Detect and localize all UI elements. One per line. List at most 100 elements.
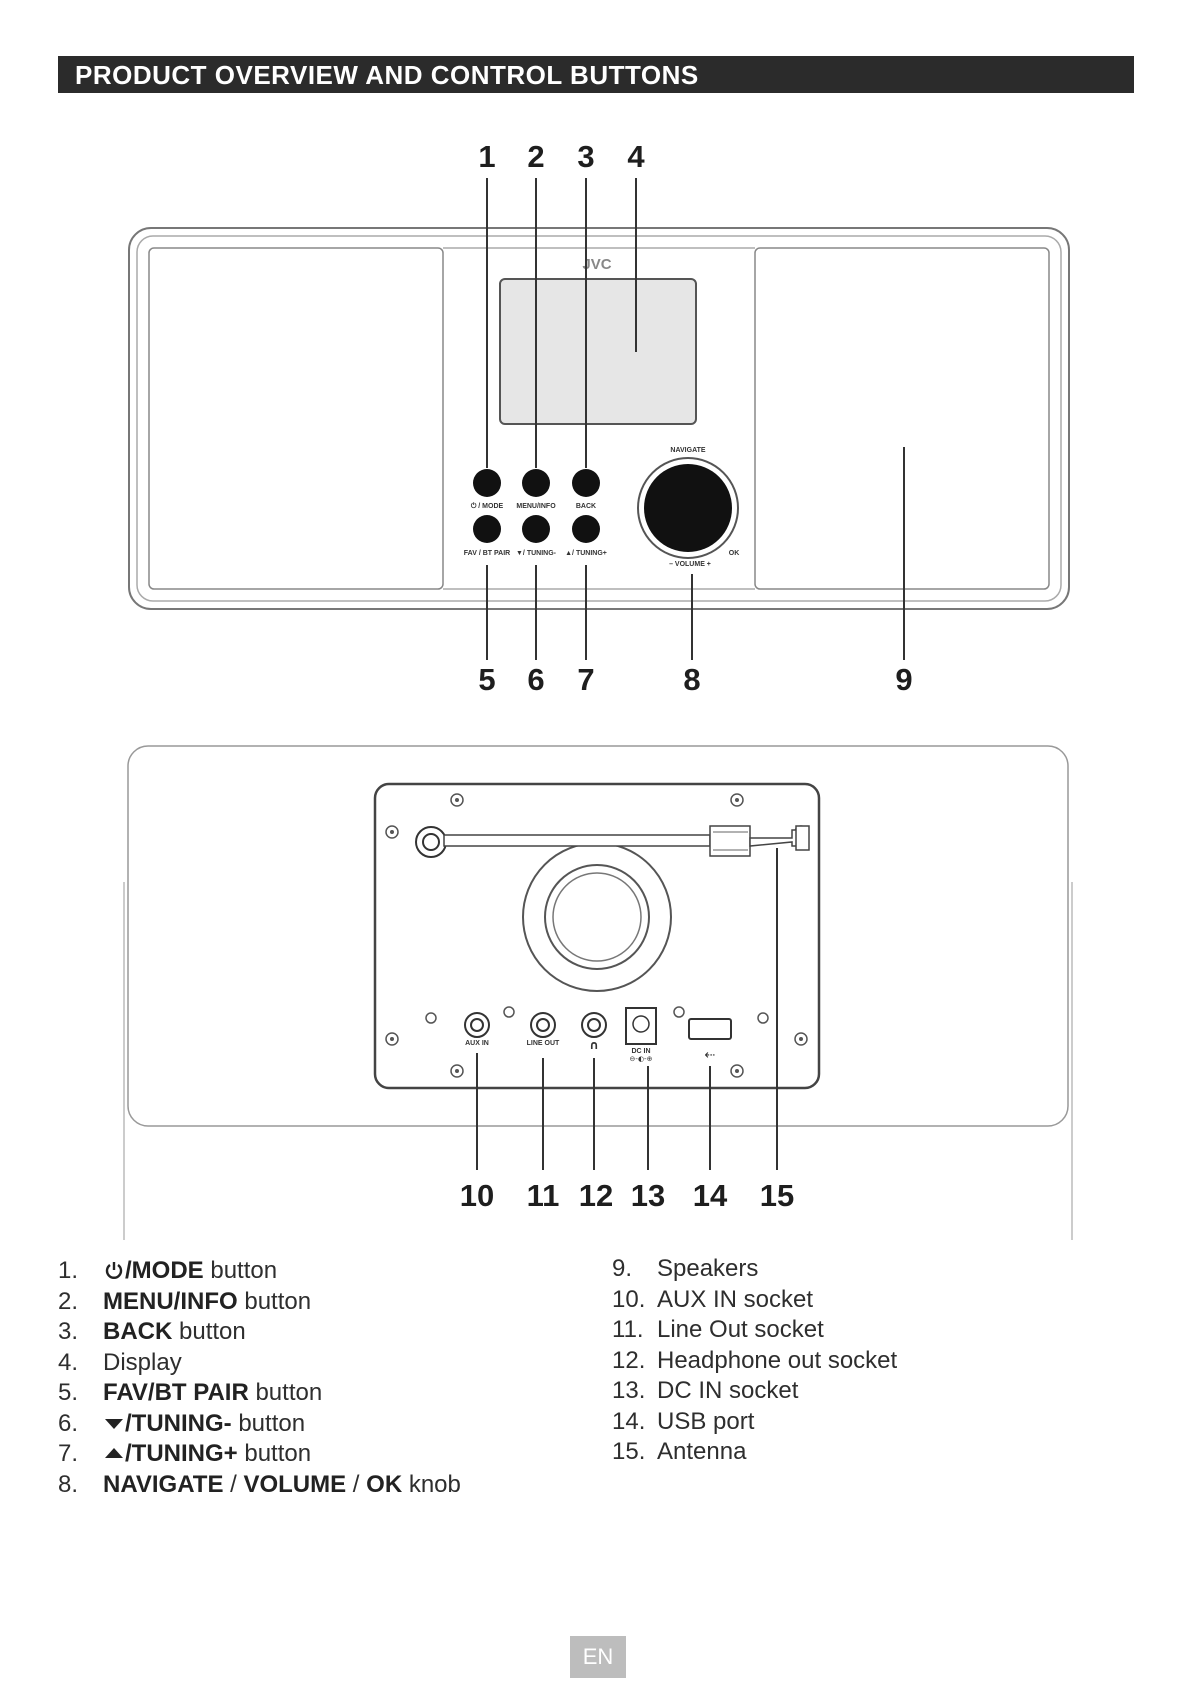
legend-text: DC IN socket <box>657 1377 799 1404</box>
headphone-socket[interactable] <box>581 1012 607 1038</box>
legend-item: 14. USB port <box>612 1407 897 1438</box>
usb-icon: ⇠ <box>705 1048 716 1063</box>
legend-number: 9. <box>612 1255 633 1282</box>
legend-bold: OK <box>366 1470 403 1498</box>
legend-bold: /MODE <box>125 1257 204 1284</box>
legend-text: /MODE button <box>103 1256 277 1287</box>
legend-left: 1. /MODE button 2. MENU/INFO button 3. B… <box>58 1256 461 1500</box>
legend-item: 13. DC IN socket <box>612 1376 897 1407</box>
callout-13: 13 <box>631 1178 665 1213</box>
legend-bold: NAVIGATE <box>103 1470 224 1498</box>
ok-label: OK <box>729 550 740 557</box>
legend-item: 6. /TUNING- button <box>58 1409 461 1440</box>
legend-bold: FAV/BT PAIR <box>103 1379 249 1406</box>
display-screen <box>499 278 697 425</box>
navigate-volume-knob[interactable] <box>644 464 732 552</box>
legend-separator: / <box>346 1470 367 1498</box>
callout-8: 8 <box>683 662 700 697</box>
navigate-label: NAVIGATE <box>670 447 705 454</box>
dc-in-label: DC IN <box>631 1048 650 1055</box>
legend-rest: button <box>172 1318 246 1345</box>
power-icon <box>105 1262 123 1279</box>
triangle-down-icon <box>105 1418 123 1429</box>
legend-text: Headphone out socket <box>657 1346 898 1374</box>
section-header: PRODUCT OVERVIEW AND CONTROL BUTTONS <box>58 56 1134 93</box>
legend-bold: MENU/INFO <box>103 1287 238 1315</box>
brand-logo: JVC <box>582 256 611 273</box>
legend-rest: button <box>248 1379 323 1406</box>
legend-number: 11. <box>612 1316 644 1343</box>
volume-label: – VOLUME + <box>669 561 711 568</box>
mode-button[interactable] <box>473 469 501 497</box>
aux-in-socket[interactable] <box>464 1012 490 1038</box>
language-label: EN <box>582 1644 614 1669</box>
menu-info-button[interactable] <box>522 469 550 497</box>
legend-text: Display <box>103 1348 182 1379</box>
dc-polarity-icon: ⊖-◐-⊕ <box>630 1055 653 1063</box>
legend-text: USB port <box>657 1407 755 1435</box>
callout-10: 10 <box>460 1178 494 1213</box>
callout-6: 6 <box>527 662 544 697</box>
back-label: BACK <box>576 503 596 510</box>
legend-item: 1. /MODE button <box>58 1256 461 1287</box>
dc-in-socket[interactable] <box>625 1007 657 1045</box>
legend-item: 3. BACK button <box>58 1317 461 1348</box>
legend-number: 4. <box>58 1348 79 1376</box>
legend-item: 15.Antenna <box>612 1437 897 1468</box>
callout-7: 7 <box>577 662 594 697</box>
legend-rest: button <box>237 1440 312 1467</box>
legend-number: 3. <box>58 1318 79 1345</box>
callout-11: 11 <box>527 1178 560 1213</box>
right-speaker-grille <box>754 247 1050 590</box>
callout-2: 2 <box>527 139 544 174</box>
legend-item: 10. AUX IN socket <box>612 1285 897 1316</box>
legend-text: Line Out socket <box>657 1316 824 1343</box>
legend-item: 9.Speakers <box>612 1254 897 1285</box>
callout-15: 15 <box>760 1178 794 1213</box>
legend-text: BACK button <box>103 1317 246 1348</box>
tuning-down-label: ▼/ TUNING- <box>516 550 557 557</box>
usb-port[interactable] <box>688 1018 732 1040</box>
legend-number: 14. <box>612 1407 646 1435</box>
legend-text: /TUNING+ button <box>103 1439 311 1470</box>
legend-item: 2. MENU/INFO button <box>58 1287 461 1318</box>
tuning-up-button[interactable] <box>572 515 600 543</box>
headphone-icon: ∩ <box>589 1038 599 1052</box>
legend-number: 12. <box>612 1346 646 1374</box>
legend-number: 2. <box>58 1287 79 1315</box>
legend-number: 7. <box>58 1440 79 1467</box>
legend-rest: Display <box>103 1348 182 1376</box>
aux-in-label: AUX IN <box>465 1040 489 1047</box>
callout-4: 4 <box>627 139 645 174</box>
legend-item: 8. NAVIGATE / VOLUME / OK knob <box>58 1470 461 1501</box>
antenna[interactable] <box>415 825 810 858</box>
legend-bold: /TUNING- <box>125 1409 232 1437</box>
legend-item: 7. /TUNING+ button <box>58 1439 461 1470</box>
callout-5: 5 <box>478 662 495 697</box>
fav-bt-pair-button[interactable] <box>473 515 501 543</box>
legend-rest: button <box>231 1409 306 1437</box>
legend-item: 11. Line Out socket <box>612 1315 897 1346</box>
language-tab: EN <box>570 1636 626 1678</box>
tuning-down-button[interactable] <box>522 515 550 543</box>
legend-text: FAV/BT PAIR button <box>103 1378 322 1409</box>
legend-text: AUX IN socket <box>657 1285 814 1313</box>
back-button[interactable] <box>572 469 600 497</box>
legend-bold: BACK <box>103 1318 173 1345</box>
legend-number: 6. <box>58 1409 79 1437</box>
legend-number: 13. <box>612 1377 646 1404</box>
legend-number: 10. <box>612 1285 646 1313</box>
legend-item: 4. Display <box>58 1348 461 1379</box>
legend-text: NAVIGATE / VOLUME / OK knob <box>103 1470 461 1501</box>
triangle-up-icon <box>105 1448 123 1458</box>
tuning-up-label: ▲/ TUNING+ <box>565 550 607 557</box>
rear-view: AUX IN LINE OUT ∩ DC IN ⊖-◐-⊕ ⇠ 10 11 12… <box>123 745 1073 1240</box>
callout-3: 3 <box>577 139 594 174</box>
legend-rest: knob <box>402 1470 461 1498</box>
legend-item: 5. FAV/BT PAIR button <box>58 1378 461 1409</box>
legend-number: 8. <box>58 1470 79 1498</box>
line-out-socket[interactable] <box>530 1012 556 1038</box>
left-speaker-grille <box>148 247 444 590</box>
legend-bold: /TUNING+ <box>125 1440 238 1467</box>
mode-label: ⏻ / MODE <box>471 502 504 510</box>
